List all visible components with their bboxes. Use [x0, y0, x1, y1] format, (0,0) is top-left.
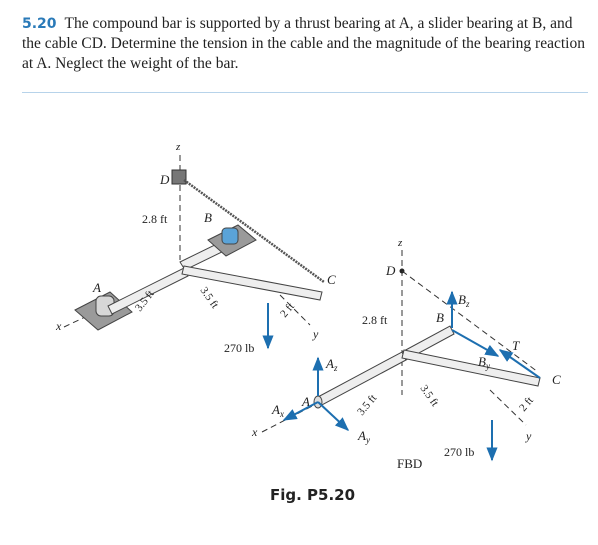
- force-Ay-label: Ay: [357, 428, 370, 445]
- problem-number: 5.20: [22, 16, 57, 32]
- force-Ay-arrow: [317, 401, 350, 431]
- free-body-diagram: z x y D A B C Az Ax Ay Bz By: [251, 237, 561, 471]
- force-Az-label: Az: [325, 356, 338, 373]
- label-x-left: x: [55, 319, 62, 333]
- label-A-fbd: A: [301, 394, 310, 409]
- force-Ax-arrow: [282, 401, 319, 421]
- bearing-housing-B: [221, 227, 239, 245]
- load-label-fbd: 270 lb: [444, 445, 474, 459]
- dim-2-fbd: 2 ft: [517, 395, 536, 414]
- label-D-left: D: [159, 172, 170, 187]
- dim-3-5-left-b: 3.5 ft: [198, 285, 221, 311]
- bar-segment-C: [181, 265, 323, 301]
- label-z-fbd: z: [397, 237, 403, 249]
- fbd-title: FBD: [397, 456, 422, 471]
- label-C-fbd: C: [552, 372, 561, 387]
- force-By-label: By: [478, 354, 490, 371]
- problem-text: The compound bar is supported by a thrus…: [22, 15, 585, 72]
- force-Bz-label: Bz: [458, 292, 470, 309]
- label-y-left: y: [312, 327, 319, 341]
- fbd-bar-C: [401, 349, 541, 387]
- label-y-fbd: y: [525, 429, 532, 443]
- anchor-D: [171, 169, 187, 185]
- label-A-left: A: [92, 280, 101, 295]
- label-B-left: B: [204, 210, 212, 225]
- divider: [22, 92, 588, 93]
- dim-2-8-fbd: 2.8 ft: [362, 313, 388, 327]
- label-C-left: C: [327, 272, 336, 287]
- y-axis-left: [279, 294, 311, 326]
- force-By-arrow: [451, 329, 500, 357]
- y-axis-fbd: [489, 389, 527, 426]
- force-Ax-label: Ax: [271, 402, 284, 419]
- dim-3-5-fbd-b: 3.5 ft: [418, 383, 441, 409]
- cable-line-fbd: [401, 270, 539, 373]
- cable-DC: [183, 178, 325, 284]
- figure-caption: Fig. P5.20: [270, 486, 356, 504]
- label-x-fbd: x: [251, 425, 258, 439]
- dim-3-5-fbd-a: 3.5 ft: [355, 392, 379, 418]
- dim-2-8-left: 2.8 ft: [142, 212, 168, 226]
- bar-segment-A: [107, 267, 189, 315]
- load-label-left: 270 lb: [224, 341, 254, 355]
- assembly-drawing: z x y A B D C 2.8 ft 3.5 ft 3.5 ft 2 ft: [55, 141, 336, 355]
- tension-arrow: [498, 349, 541, 379]
- label-D-fbd: D: [385, 263, 396, 278]
- dim-2-left: 2 ft: [278, 301, 297, 320]
- label-B-fbd: B: [436, 310, 444, 325]
- tension-label: T: [512, 338, 520, 353]
- label-z-left: z: [175, 141, 181, 153]
